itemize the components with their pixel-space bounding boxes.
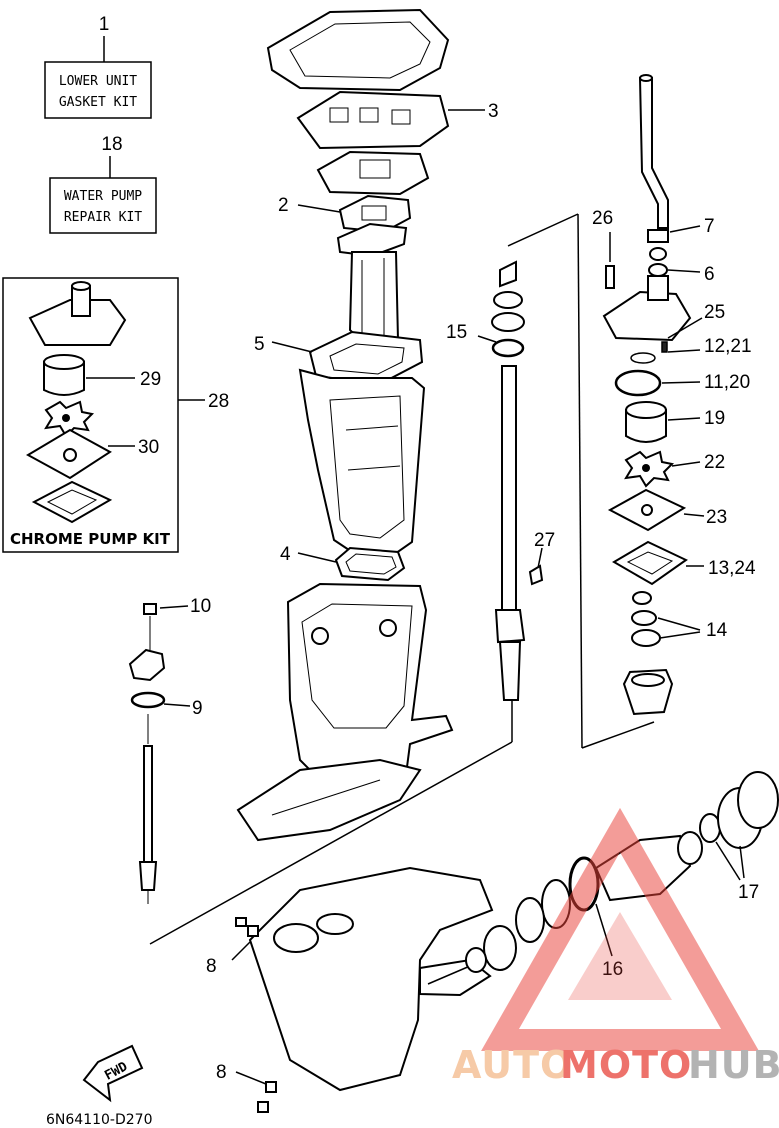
callout-22: 22 <box>704 452 725 473</box>
callout-15: 15 <box>446 322 467 343</box>
callout-12-21: 12,21 <box>704 336 752 357</box>
gasket-2-part: 2 <box>278 194 412 234</box>
shift-rod-assembly: 10 9 <box>128 596 211 904</box>
callout-8a: 8 <box>206 956 217 977</box>
callout-8b: 8 <box>216 1062 227 1083</box>
gearcase-part <box>248 866 494 1092</box>
propeller-shaft-assembly: 17 16 <box>465 771 779 980</box>
callout-23: 23 <box>706 507 727 528</box>
water-tube-part <box>638 74 669 229</box>
seal-housing-part <box>622 668 674 716</box>
pump-gasket-part <box>31 480 113 524</box>
impeller-part <box>44 400 95 438</box>
bolt-26-part: 26 <box>592 208 615 289</box>
callout-16: 16 <box>602 959 623 980</box>
chrome-pump-kit: 28 29 30 CHROME PU <box>2 277 229 553</box>
oil-seals-14-part: 14 <box>631 591 728 647</box>
callout-19: 19 <box>704 408 725 429</box>
drive-shaft-assembly: 15 27 <box>149 213 583 945</box>
callout-9: 9 <box>192 698 203 719</box>
muffler-part <box>298 368 426 558</box>
pump-housing-part <box>28 281 127 346</box>
pump-insert-cup-part: 29 <box>43 354 161 396</box>
kit-18-line1: WATER PUMP <box>64 189 142 204</box>
callout-6: 6 <box>704 264 715 285</box>
oring-11-20-part: 11,20 <box>614 369 750 397</box>
callout-13-24: 13,24 <box>708 558 756 579</box>
gasket-4-part: 4 <box>280 544 406 582</box>
kit-1-line2: GASKET KIT <box>59 95 137 110</box>
callout-30: 30 <box>138 437 159 458</box>
nut-8-upper-part: 8 <box>206 917 259 977</box>
watermark-auto: AUTO <box>452 1043 573 1087</box>
nut-8-lower-part: 8 <box>216 1062 277 1113</box>
callout-3: 3 <box>488 101 499 122</box>
watermark-hub: HUB <box>688 1043 779 1087</box>
callout-28: 28 <box>208 391 229 412</box>
callout-5: 5 <box>254 334 265 355</box>
callout-26: 26 <box>592 208 613 229</box>
insert-cartridge-19-part: 19 <box>625 401 725 443</box>
callout-10: 10 <box>190 596 211 617</box>
watermark-moto: MOTO <box>560 1043 692 1087</box>
callout-1: 1 <box>99 14 110 35</box>
callout-17: 17 <box>738 882 759 903</box>
seal-6-part: 6 <box>648 247 715 285</box>
callout-7: 7 <box>704 216 715 237</box>
gasket-3-part: 3 <box>296 90 499 150</box>
callout-29: 29 <box>140 369 161 390</box>
callout-4: 4 <box>280 544 291 565</box>
chrome-pump-kit-label: CHROME PUMP KIT <box>10 530 171 548</box>
pin-25-part: 25 <box>661 302 725 353</box>
pump-housing-main-part <box>602 275 692 342</box>
fwd-arrow-icon: FWD <box>82 1044 144 1103</box>
upper-casing-part <box>266 8 450 92</box>
kit-1-line1: LOWER UNIT <box>59 74 137 89</box>
callout-18: 18 <box>101 134 122 155</box>
callout-27: 27 <box>534 530 555 551</box>
gasket-13-24-part: 13,24 <box>612 540 756 586</box>
outer-plate-23-part: 23 <box>607 488 727 532</box>
impeller-22-part: 22 <box>624 450 725 488</box>
exhaust-manifold-part <box>336 222 408 352</box>
callout-14: 14 <box>706 620 728 641</box>
callout-2: 2 <box>278 195 289 216</box>
upper-lower-casing-part <box>236 582 454 842</box>
oring-12-21-part: 12,21 <box>630 336 752 364</box>
outer-plate-part: 30 <box>25 428 159 480</box>
watermark-logo: AUTO MOTO HUB <box>452 807 779 1087</box>
lower-unit-gasket-kit: 1 LOWER UNIT GASKET KIT <box>44 14 152 119</box>
water-pump-repair-kit: 18 WATER PUMP REPAIR KIT <box>49 134 157 234</box>
kit-18-line2: REPAIR KIT <box>64 210 142 225</box>
grommet-7-part: 7 <box>647 216 715 243</box>
guide-plate-part <box>316 150 430 196</box>
gasket-5-part: 5 <box>254 330 424 386</box>
callout-11-20: 11,20 <box>704 372 750 393</box>
callout-25: 25 <box>704 302 725 323</box>
diagram-code: 6N64110-D270 <box>46 1112 152 1128</box>
